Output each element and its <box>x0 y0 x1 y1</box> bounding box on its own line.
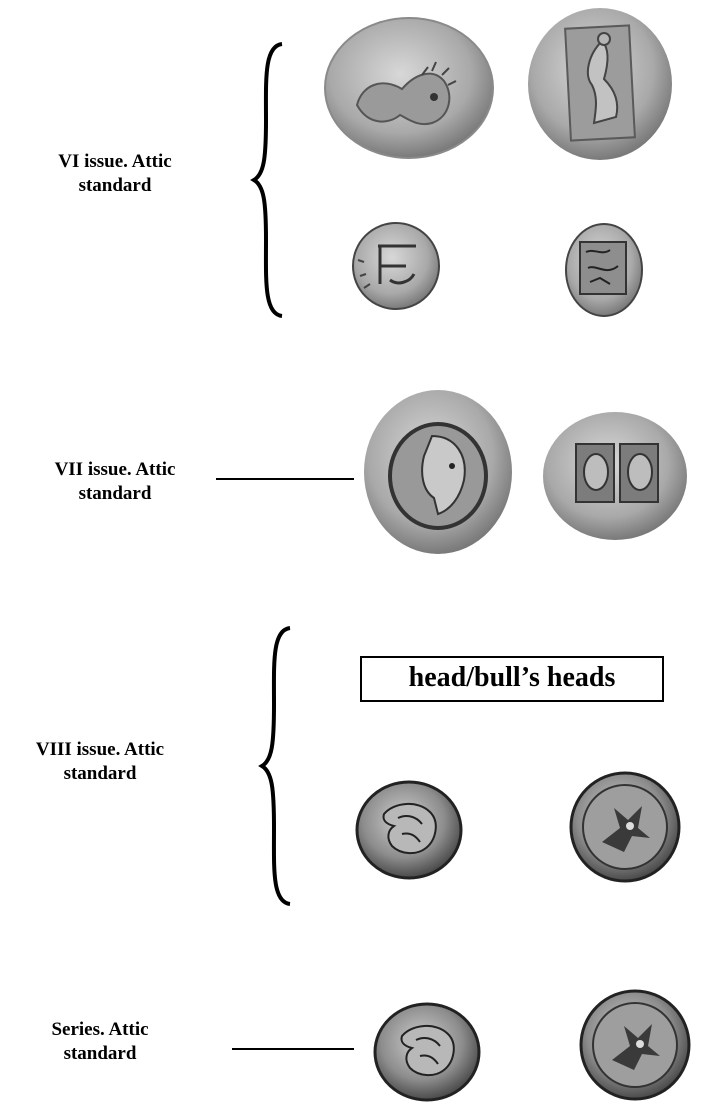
helmeted-head-coin-obverse-2-icon <box>372 1000 482 1104</box>
bull-head-coin-reverse-2-icon <box>578 988 692 1102</box>
group-vii-connector-line <box>216 478 354 480</box>
series-connector-line <box>232 1048 354 1050</box>
bull-head-coin-reverse-icon <box>568 770 682 884</box>
group-vii-line2: standard <box>10 482 220 506</box>
head-bull-heads-box: head/bull’s heads <box>360 656 664 702</box>
left-curly-brace-2 <box>258 624 298 908</box>
group-viii-line2: standard <box>0 762 210 786</box>
left-curly-brace <box>250 40 290 320</box>
group-vii-label: VII issue. Attic standard <box>10 458 220 506</box>
group-viii-line1: VIII issue. Attic <box>0 738 210 762</box>
lion-head-coin-obverse-icon <box>322 15 496 161</box>
group-vii-line1: VII issue. Attic <box>10 458 220 482</box>
series-label: Series. Attic standard <box>0 1018 200 1066</box>
helmeted-head-coin-obverse-icon <box>354 778 464 882</box>
group-vi-line1: VI issue. Attic <box>10 150 220 174</box>
group-vi-line2: standard <box>10 174 220 198</box>
group-viii-label: VIII issue. Attic standard <box>0 738 210 786</box>
double-incuse-heads-coin-reverse-icon <box>540 408 690 544</box>
series-line1: Series. Attic <box>0 1018 200 1042</box>
small-square-incuse-coin-reverse-icon <box>562 220 646 320</box>
series-line2: standard <box>0 1042 200 1066</box>
head-in-circle-coin-obverse-icon <box>360 386 516 558</box>
group-vi-label: VI issue. Attic standard <box>10 150 220 198</box>
kneeling-figure-coin-reverse-icon <box>524 5 676 163</box>
small-lion-coin-obverse-icon <box>350 220 442 312</box>
